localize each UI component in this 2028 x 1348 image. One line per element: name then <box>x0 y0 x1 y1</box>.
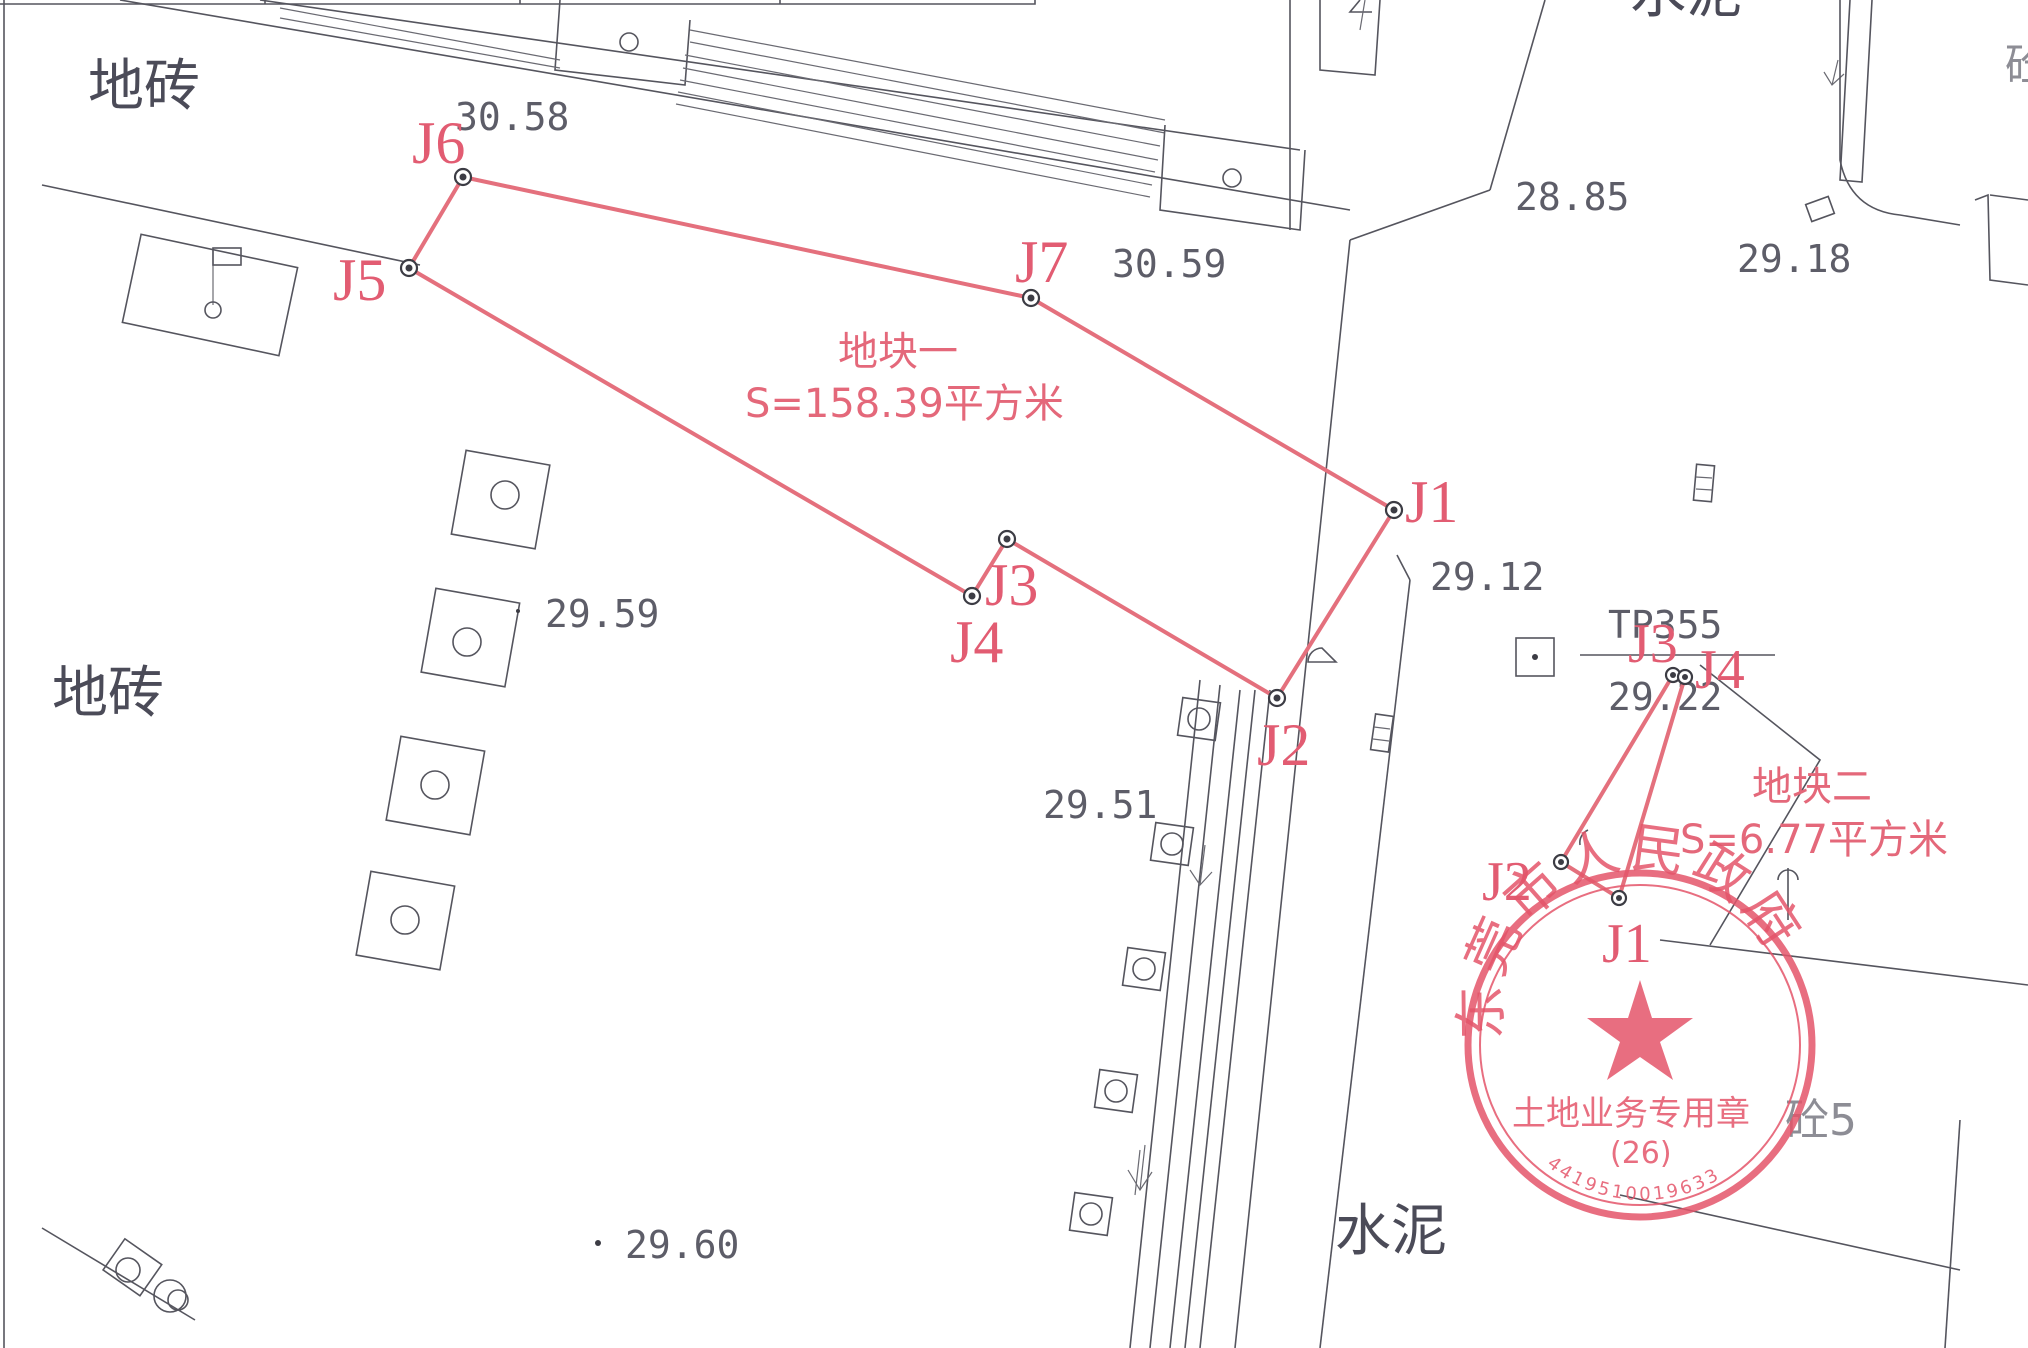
parcel-1-label-j3: J3 <box>985 552 1038 618</box>
parcel-1-boundary <box>407 175 1396 700</box>
elevation-29-18: 29.18 <box>1737 237 1851 281</box>
official-seal: 东莞市人民政府 土地业务专用章 (26) 4419510019633 <box>1450 816 1816 1221</box>
elevation-labels: 30.58 30.59 28.85 29.18 29.12 29.59 29.5… <box>455 95 1851 1267</box>
parcel-2-vertex-j1 <box>1610 889 1628 907</box>
surface-label-concrete-bottom: 水泥 <box>1335 1199 1447 1264</box>
seal-purpose: 土地业务专用章 <box>1512 1094 1750 1134</box>
elevation-29-12: 29.12 <box>1430 555 1544 599</box>
elevation-30-58: 30.58 <box>455 95 569 139</box>
station-elevation: 29.22 <box>1608 675 1722 719</box>
surface-label-tile-top: 地砖 <box>88 54 200 119</box>
parcel-2-label-j3: J3 <box>1628 613 1678 675</box>
parcel-1-vertex-j5 <box>399 258 419 278</box>
parcel-1-label-j2: J2 <box>1257 712 1310 778</box>
elevation-29-51: 29.51 <box>1043 783 1157 827</box>
station-name: TP355 <box>1608 603 1722 647</box>
parcel-2: J1 J2 J3 J4 地块二 S=6.77平方米 <box>1482 613 1948 975</box>
parcel-1-name: 地块一 <box>838 329 958 375</box>
parcel-1-vertex-j7 <box>1021 288 1041 308</box>
lamp-post-icon <box>1777 868 1799 920</box>
parcel-1-vertices <box>399 167 1404 708</box>
parcel-1-vertex-j6 <box>453 167 473 187</box>
parcel-1: J1 J2 J3 J4 J5 J6 J7 地块一 S=158.39平方米 <box>333 110 1458 778</box>
parcel-1-label-j4: J4 <box>950 609 1003 675</box>
parcel-1-vertex-j2 <box>1267 688 1287 708</box>
elevation-29-59: 29.59 <box>545 592 659 636</box>
elevation-29-60: 29.60 <box>625 1223 739 1267</box>
parcel-2-vertex-j4 <box>1676 668 1694 686</box>
surface-label-right-edge: 砼 <box>2005 40 2028 91</box>
left-manholes <box>355 449 551 971</box>
parcel-1-vertex-j4 <box>962 586 982 606</box>
surface-label-concrete-top: 水泥 <box>1630 0 1742 26</box>
stairs-top <box>279 0 1306 231</box>
parcel-1-vertex-j1 <box>1384 500 1404 520</box>
parcel-1-area: S=158.39平方米 <box>745 381 1064 427</box>
curb-manholes <box>1068 696 1222 1237</box>
parcel-2-vertex-j3 <box>1664 666 1682 684</box>
elevation-28-85: 28.85 <box>1515 175 1629 219</box>
surface-label-tile-left: 地砖 <box>52 661 164 726</box>
seal-star-icon <box>1587 980 1693 1080</box>
parcel-2-label-j4: J4 <box>1695 639 1745 701</box>
elevation-30-59: 30.59 <box>1112 242 1226 286</box>
parcel-2-vertices <box>1552 666 1694 907</box>
seal-number: (26) <box>1610 1136 1672 1171</box>
surface-labels: 地砖 地砖 水泥 水泥 砼5 砼 <box>52 0 2028 1264</box>
parcel-2-label-j2: J2 <box>1482 851 1532 913</box>
parcel-2-vertex-j2 <box>1552 853 1570 871</box>
parcel-1-vertex-j3 <box>997 529 1017 549</box>
parcel-2-label-j1: J1 <box>1602 913 1652 975</box>
parcel-1-label-j5: J5 <box>333 247 386 313</box>
parcel-1-label-j7: J7 <box>1015 229 1068 295</box>
station-tp355: TP355 29.22 <box>1608 603 1722 719</box>
parcel-1-label-j6: J6 <box>412 110 465 176</box>
parcel-1-label-j1: J1 <box>1405 469 1458 535</box>
parcel-2-name: 地块二 <box>1752 764 1872 810</box>
parcel-2-area: S=6.77平方米 <box>1680 817 1948 863</box>
flow-arrow-icons <box>1127 0 1845 1196</box>
